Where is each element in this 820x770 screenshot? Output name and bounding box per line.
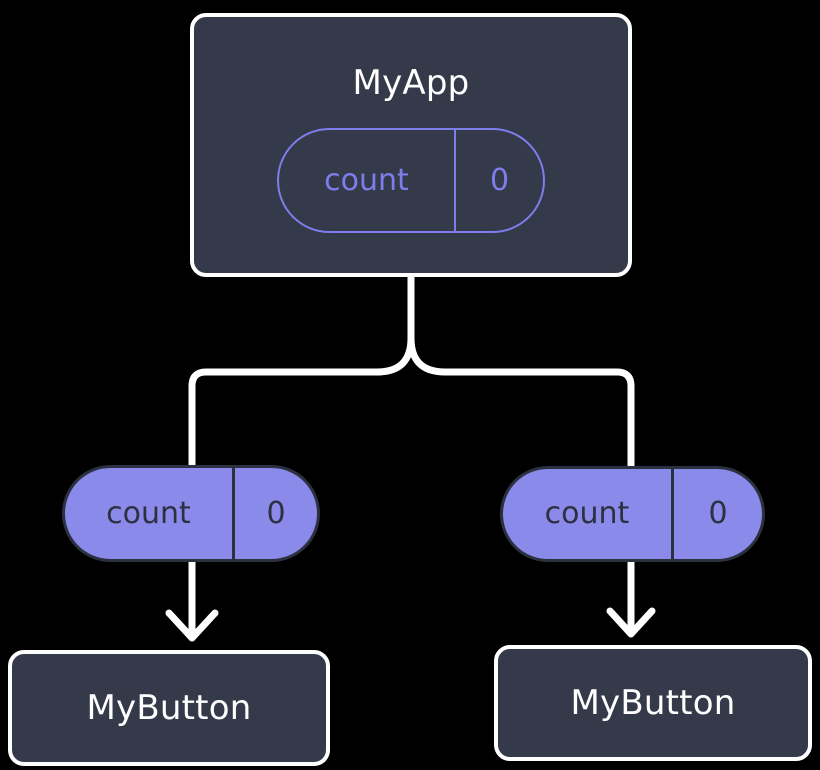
tree-split-wire-right — [407, 334, 635, 482]
consumer-arrowhead-left — [165, 609, 219, 642]
state-value-label: 0 — [454, 130, 543, 231]
component-title: MyButton — [86, 688, 252, 728]
state-pill-consumer-left[interactable]: count 0 — [62, 465, 320, 562]
state-key-label: count — [544, 496, 630, 531]
component-node-mybutton-left[interactable]: MyButton — [8, 650, 330, 766]
consumer-arrowhead-right — [606, 607, 656, 638]
state-value-label: 0 — [232, 468, 317, 559]
state-value-label: 0 — [671, 469, 762, 559]
component-node-mybutton-right[interactable]: MyButton — [494, 645, 812, 761]
component-title: MyButton — [570, 683, 736, 723]
tree-split-wire — [188, 273, 415, 482]
state-key-label: count — [324, 162, 409, 198]
component-node-myapp[interactable]: MyApp — [190, 13, 632, 277]
component-title: MyApp — [352, 63, 470, 103]
state-pill-consumer-right[interactable]: count 0 — [500, 466, 765, 562]
state-key-label: count — [106, 495, 191, 531]
state-pill-root[interactable]: count 0 — [277, 128, 545, 233]
